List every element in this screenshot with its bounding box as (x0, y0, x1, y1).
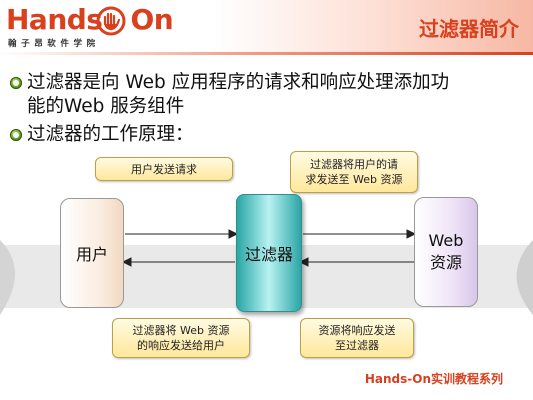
resource-response-note-line1: 资源将响应发送 (318, 324, 396, 337)
brand-logo-part1: Hands (6, 3, 103, 36)
bullet-text-line1: 过滤器是向 Web 应用程序的请求和响应处理添加功 (27, 72, 450, 93)
user-request-note-text: 用户发送请求 (131, 162, 197, 176)
filter-flow-diagram: 用户发送请求 过滤器将用户的请 求发送至 Web 资源 用户 过滤器 Web 资… (0, 150, 533, 365)
web-resource-node: Web 资源 (414, 197, 478, 307)
bullet-icon (10, 77, 22, 89)
user-node-label: 用户 (75, 245, 108, 264)
filter-forward-note-line2: 求发送至 Web 资源 (305, 173, 403, 186)
bullet-item-1: 过滤器是向 Web 应用程序的请求和响应处理添加功 能的Web 服务组件 (10, 71, 449, 119)
web-resource-label-line1: Web (428, 231, 464, 250)
web-resource-label-line2: 资源 (429, 253, 462, 272)
filter-response-note-line2: 的响应发送给用户 (137, 339, 225, 352)
filter-forward-note: 过滤器将用户的请 求发送至 Web 资源 (290, 151, 418, 193)
brand-logo-part2: On (130, 3, 174, 36)
brand-subtitle: 翰子昂软件学院 (8, 39, 100, 49)
filter-response-note-line1: 过滤器将 Web 资源 (132, 324, 230, 337)
hand-logo-icon (96, 6, 126, 36)
resource-response-note-line2: 至过滤器 (335, 339, 379, 352)
user-request-note: 用户发送请求 (95, 157, 233, 181)
request-arrow (125, 229, 417, 239)
filter-response-note: 过滤器将 Web 资源 的响应发送给用户 (112, 318, 250, 358)
filter-node: 过滤器 (236, 194, 302, 312)
slide-header (0, 0, 533, 52)
resource-response-note: 资源将响应发送 至过滤器 (300, 318, 414, 358)
bullet-text: 过滤器的工作原理： (27, 124, 194, 145)
footer-series-label: Hands-On实训教程系列 (364, 372, 503, 386)
bullet-icon (10, 129, 22, 141)
bullet-text-line2: 能的Web 服务组件 (27, 96, 185, 117)
bullet-item-2: 过滤器的工作原理： (10, 123, 194, 147)
slide-title: 过滤器简介 (419, 17, 519, 41)
header-divider (0, 52, 533, 55)
user-node: 用户 (60, 198, 124, 308)
brand-logo: Hands On (6, 3, 174, 36)
filter-node-label: 过滤器 (244, 245, 293, 264)
response-arrow (121, 257, 414, 267)
filter-forward-note-line1: 过滤器将用户的请 (310, 158, 398, 171)
